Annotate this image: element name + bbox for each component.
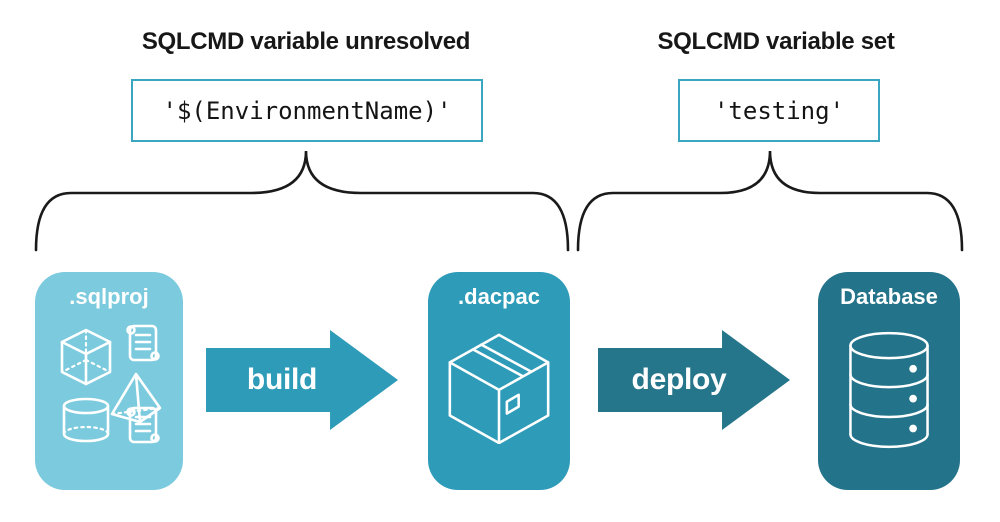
deploy-arrow: deploy xyxy=(598,330,790,430)
code-value-unresolved: '$(EnvironmentName)' xyxy=(162,96,452,125)
heading-set: SQLCMD variable set xyxy=(657,28,895,55)
package-icon xyxy=(448,333,550,444)
stage-database-label: Database xyxy=(840,284,938,309)
database-icon xyxy=(849,331,929,449)
stage-database: Database xyxy=(818,272,960,490)
sql-project-objects-icon xyxy=(60,324,162,444)
code-value-set: 'testing' xyxy=(713,96,845,125)
stage-dacpac: .dacpac xyxy=(428,272,570,490)
stage-sqlproj: .sqlproj xyxy=(35,272,183,490)
build-arrow: build xyxy=(206,330,398,430)
stage-sqlproj-label: .sqlproj xyxy=(69,284,149,309)
left-brace xyxy=(34,150,570,252)
heading-unresolved: SQLCMD variable unresolved xyxy=(141,28,471,55)
right-brace xyxy=(576,150,964,252)
code-box-set: 'testing' xyxy=(678,79,880,142)
code-box-unresolved: '$(EnvironmentName)' xyxy=(131,79,483,142)
stage-dacpac-label: .dacpac xyxy=(458,284,540,309)
build-arrow-label: build xyxy=(246,363,318,396)
deploy-arrow-label: deploy xyxy=(631,363,727,396)
